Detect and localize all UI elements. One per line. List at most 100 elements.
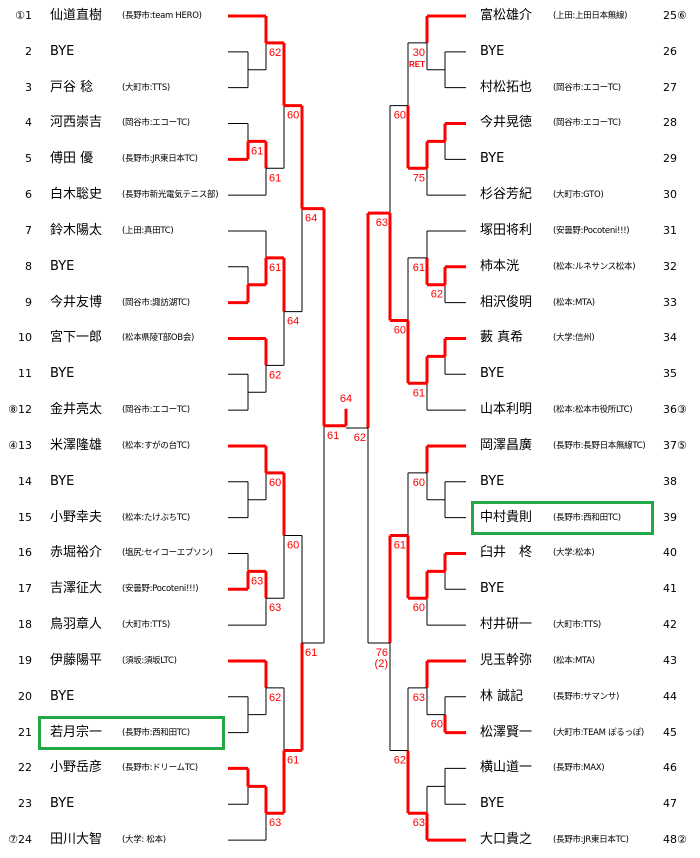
player-row: 23 BYE [0,794,700,814]
player-club: (須坂:須坂LTC) [122,655,177,666]
draw-number: 2 [25,44,32,58]
player-name: 臼井 柊 [480,545,533,561]
player-name: BYE [50,796,75,812]
match-score: 62 [269,47,281,59]
match-score: 60 [394,325,406,337]
match-score: 63 [269,817,281,829]
draw-number: 3 [25,80,32,94]
draw-number: ①1 [15,9,32,22]
match-score: 63 [269,602,281,614]
match-score: 63 [413,692,425,704]
player-club: (大町市:TTS) [553,620,601,631]
player-name: 伊藤陽平 [50,652,103,668]
player-club: (岡谷市:エコーTC) [553,118,621,129]
player-club: (長野市:西和田TC) [553,512,621,523]
player-name: 山本利明 [480,402,533,418]
match-score: 61 [394,540,406,552]
draw-number: 33 [663,295,677,309]
draw-number: 18 [18,618,32,632]
match-score: 61 [269,172,281,184]
player-club: (松本:すがの台TC) [122,440,190,451]
player-name: 鈴木陽太 [50,222,103,238]
draw-number: 22 [18,761,32,775]
draw-number: 5 [25,152,32,166]
player-name: BYE [480,796,505,812]
match-score: 30 [413,47,425,59]
match-score: 60 [394,110,406,122]
draw-number: 37⑤ [663,438,687,452]
player-club: (大学:松本) [553,548,595,559]
player-club: (松本:松本市役所LTC) [553,405,633,416]
draw-number: 7 [25,223,32,237]
player-club: (上田:真田TC) [122,225,174,236]
player-club: (安曇野:Pocoteni!!!) [122,584,199,595]
player-row: 19 伊藤陽平 (須坂:須坂LTC) [0,651,700,671]
player-name: 河西崇吉 [50,115,103,131]
draw-number: 27 [663,80,677,94]
player-club: (岡谷市:エコーTC) [553,82,621,93]
player-club: (大町市:GTO) [553,190,604,201]
player-club: (大学:信州) [553,333,595,344]
player-name: 金井亮太 [50,402,103,418]
player-club: (長野市:JR東日本TC) [553,835,629,846]
draw-number: 44 [663,689,677,703]
match-score: 63 [376,217,388,229]
match-score: 75 [413,172,425,184]
match-score: 61 [251,145,263,157]
draw-number: 26 [663,44,677,58]
draw-number: 14 [18,474,32,488]
player-name: 小野岳彦 [50,760,103,776]
player-name: 柿本洸 [480,258,520,274]
player-name: 富松雄介 [480,8,533,23]
player-club: (松本:ルネサンス松本) [553,261,636,272]
match-score: 63 [251,575,263,587]
draw-number: 17 [18,582,32,596]
player-name: 白木聡史 [50,187,103,203]
draw-number: 19 [18,653,32,667]
draw-number: 28 [663,116,677,130]
draw-number: 11 [18,367,32,381]
player-club: (長野市:ドリームTC) [122,763,198,774]
draw-number: 45 [663,725,677,739]
match-score: 61 [413,262,425,274]
player-club: (松本:MTA) [553,655,595,666]
draw-number: 38 [663,474,677,488]
player-row: 7 鈴木陽太 (上田:真田TC) [0,221,700,241]
player-name: 藪 真希 [480,330,524,346]
match-score: 61 [327,430,339,442]
player-club: (岡谷市:諏訪湖TC) [122,297,190,308]
final-score: 64 [340,393,352,405]
player-name: 林 誠記 [480,688,524,704]
player-name: 相沢俊明 [480,294,533,310]
draw-number: ⑦24 [8,833,32,847]
draw-number: 21 [18,725,32,739]
player-name: 今井友博 [50,294,103,310]
draw-number: 23 [18,797,32,811]
draw-number: 16 [18,546,32,560]
